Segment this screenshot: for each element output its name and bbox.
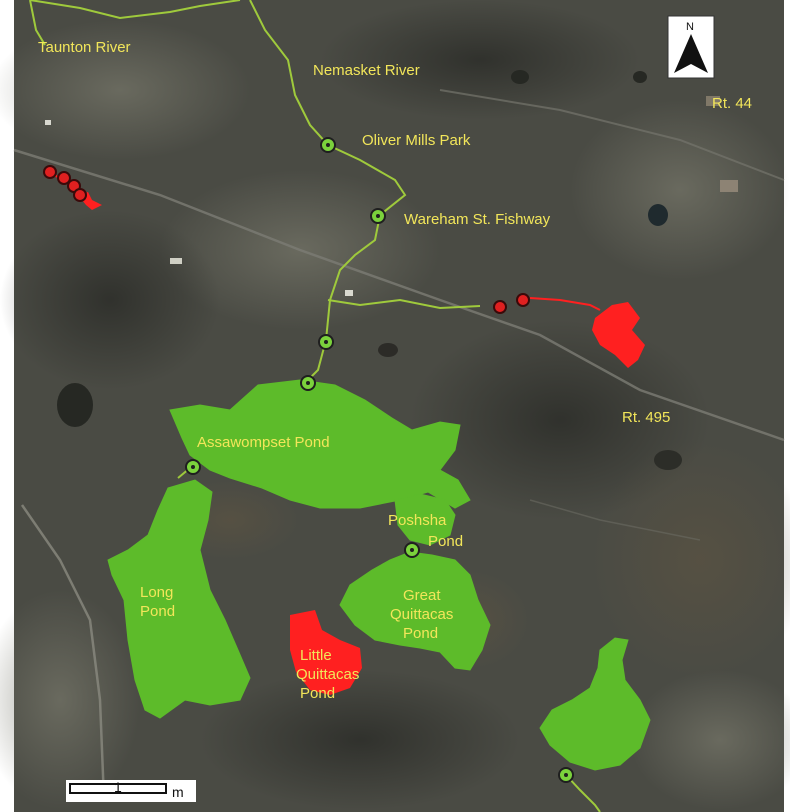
little-quittacas-label-line2: Quittacas	[296, 666, 359, 683]
oliver-mills-park-label: Oliver Mills Park	[362, 132, 471, 149]
poshsha-pond-label-line2: Pond	[428, 533, 463, 550]
nemasket-river-label: Nemasket River	[313, 62, 420, 79]
north-arrow: N	[667, 15, 715, 79]
scale-bar-unit: m	[172, 784, 184, 800]
restored-habitat	[107, 379, 651, 771]
wareham-st-fishway-label: Wareham St. Fishway	[404, 211, 551, 228]
little-quittacas-label-line1: Little	[300, 647, 332, 664]
blocked-marker[interactable]	[57, 171, 71, 185]
assawompset-pond-label: Assawompset Pond	[197, 434, 330, 451]
passage-marker[interactable]	[320, 137, 336, 153]
rt-44-label: Rt. 44	[712, 95, 752, 112]
poshsha-pond	[394, 493, 456, 546]
river-network	[29, 0, 601, 812]
great-quittacas-label-line3: Pond	[403, 625, 438, 642]
northeast-blocked-pond	[592, 302, 645, 368]
rt-495-label: Rt. 495	[622, 409, 670, 426]
blocked-marker[interactable]	[43, 165, 57, 179]
long-pond-label-line1: Long	[140, 584, 173, 601]
long-pond	[107, 479, 251, 719]
blocked-marker[interactable]	[493, 300, 507, 314]
roads	[13, 89, 785, 801]
great-quittacas-label-line2: Quittacas	[390, 606, 453, 623]
passage-markers-blocked	[43, 165, 530, 314]
north-label: N	[686, 21, 694, 33]
long-pond-label-line2: Pond	[140, 603, 175, 620]
taunton-river-label: Taunton River	[38, 39, 131, 56]
great-quittacas-label-line1: Great	[403, 587, 441, 604]
passage-marker[interactable]	[185, 459, 201, 475]
little-quittacas-pond	[290, 610, 362, 695]
little-quittacas-label-line3: Pond	[300, 685, 335, 702]
passage-marker[interactable]	[558, 767, 574, 783]
scale-bar: 1 m	[66, 779, 196, 802]
passage-marker[interactable]	[404, 542, 420, 558]
passage-markers-restored	[185, 137, 574, 783]
passage-marker[interactable]	[370, 208, 386, 224]
blocked-marker[interactable]	[73, 188, 87, 202]
poshsha-pond-label-line1: Poshsha	[388, 512, 447, 529]
passage-marker[interactable]	[318, 334, 334, 350]
passage-marker[interactable]	[300, 375, 316, 391]
place-labels: Taunton River Nemasket River Oliver Mill…	[38, 39, 752, 702]
blocked-habitat	[49, 171, 645, 695]
great-quittacas-pond	[339, 551, 491, 671]
southeast-pond	[539, 637, 651, 771]
blocked-marker[interactable]	[516, 293, 530, 307]
scale-bar-value: 1	[114, 779, 122, 795]
north-arrow-icon	[674, 34, 708, 73]
